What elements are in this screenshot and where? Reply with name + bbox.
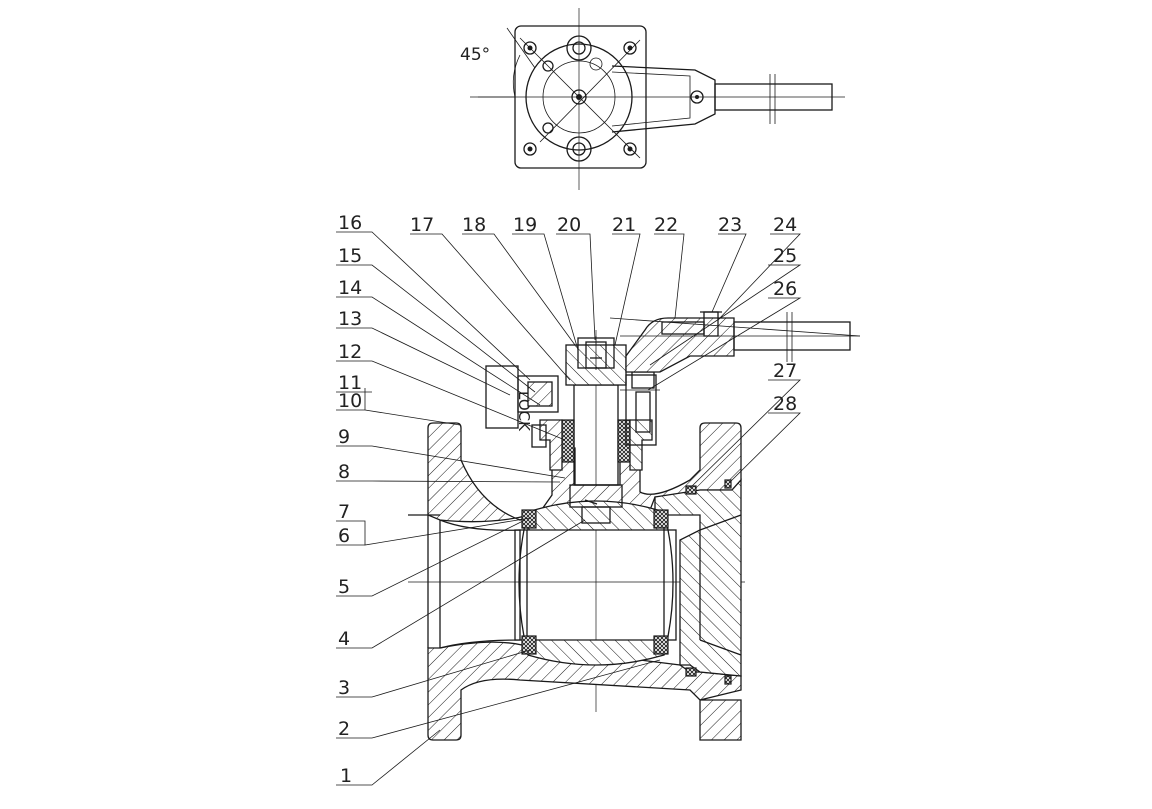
callout-leaders: [336, 231, 802, 786]
callout-28: 28: [773, 393, 797, 415]
bonnet: [539, 419, 563, 471]
angle-label: 45°: [460, 45, 490, 65]
callout-14: 14: [338, 277, 362, 299]
callout-numbers: 16 15 14 13 12 11 10 9 8 7 6 5 4 3 2 1 1…: [338, 212, 797, 787]
callout-5: 5: [338, 576, 350, 598]
ball-lower: [527, 639, 665, 666]
callout-24: 24: [773, 214, 797, 236]
callout-11: 11: [338, 372, 362, 394]
seat-ring-top-right: [653, 509, 669, 529]
callout-22: 22: [654, 214, 678, 236]
callout-21: 21: [612, 214, 636, 236]
top-view-bonnet-circle: [525, 43, 633, 151]
callout-15: 15: [338, 245, 362, 267]
seat-ring-bottom-right: [653, 635, 669, 655]
callout-17: 17: [410, 214, 434, 236]
callout-10: 10: [338, 390, 362, 412]
seat-ring-bottom-left: [521, 635, 537, 655]
stem-packing-left: [561, 419, 575, 463]
callout-13: 13: [338, 308, 362, 330]
callout-2: 2: [338, 718, 350, 740]
stem-packing-right: [617, 419, 631, 463]
callout-18: 18: [462, 214, 486, 236]
callout-16: 16: [338, 212, 362, 234]
callout-9: 9: [338, 426, 350, 448]
callout-12: 12: [338, 341, 362, 363]
callout-25: 25: [773, 245, 797, 267]
callout-4: 4: [338, 628, 350, 650]
stop-plate: [625, 374, 657, 446]
callout-3: 3: [338, 677, 350, 699]
body-gasket-bottom: [685, 667, 697, 677]
callout-19: 19: [513, 214, 537, 236]
top-view: 45°: [460, 8, 845, 190]
body-lower-left: [427, 641, 742, 741]
callout-20: 20: [557, 214, 581, 236]
callout-6: 6: [338, 525, 350, 547]
callout-23: 23: [718, 214, 742, 236]
callout-26: 26: [773, 278, 797, 300]
callout-7: 7: [338, 501, 350, 523]
callout-27: 27: [773, 360, 797, 382]
callout-8: 8: [338, 461, 350, 483]
callout-1: 1: [340, 765, 352, 787]
top-view-handle-bar: [714, 83, 833, 111]
valve-closure-right: [654, 478, 742, 677]
corner-bolt-holes: [523, 41, 637, 156]
body-gasket-top: [685, 485, 697, 495]
